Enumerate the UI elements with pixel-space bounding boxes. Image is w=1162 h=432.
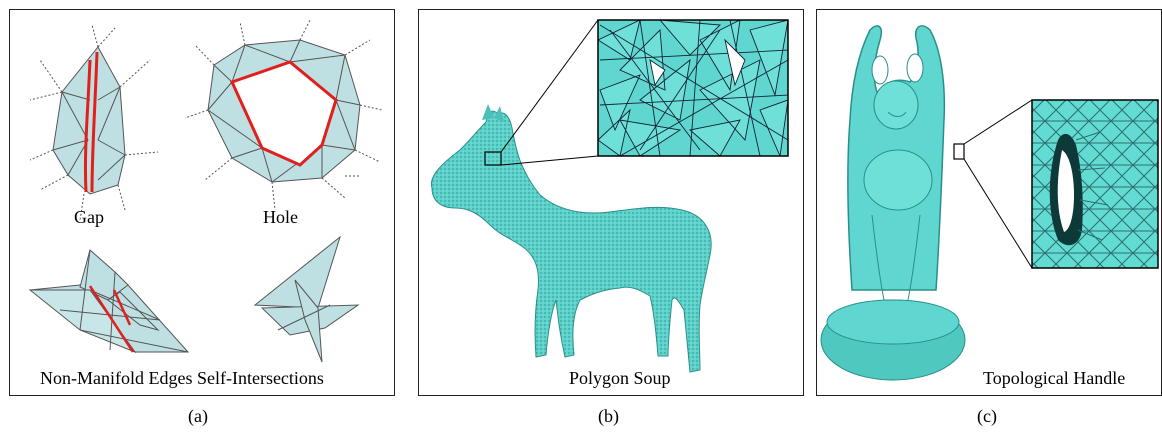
- hole-label: Hole: [263, 207, 298, 228]
- non-manifold-mesh: [30, 250, 188, 352]
- gap-mesh: [30, 25, 158, 220]
- polygon-soup-inset: [598, 20, 790, 156]
- caption-a: (a): [188, 406, 208, 427]
- non-manifold-self-intersection-label: Non-Manifold Edges Self-Intersections: [40, 368, 324, 389]
- polygon-soup-label: Polygon Soup: [569, 368, 671, 389]
- caption-c: (c): [977, 406, 997, 427]
- hole-mesh: [185, 20, 382, 210]
- self-intersection-mesh: [255, 237, 358, 362]
- gap-label: Gap: [74, 207, 104, 228]
- buddha-model: [821, 26, 965, 380]
- buddha-zoom-box: [954, 144, 964, 159]
- topological-handle-label: Topological Handle: [983, 368, 1125, 389]
- topological-handle-inset: [1032, 100, 1158, 268]
- caption-b: (b): [598, 406, 619, 427]
